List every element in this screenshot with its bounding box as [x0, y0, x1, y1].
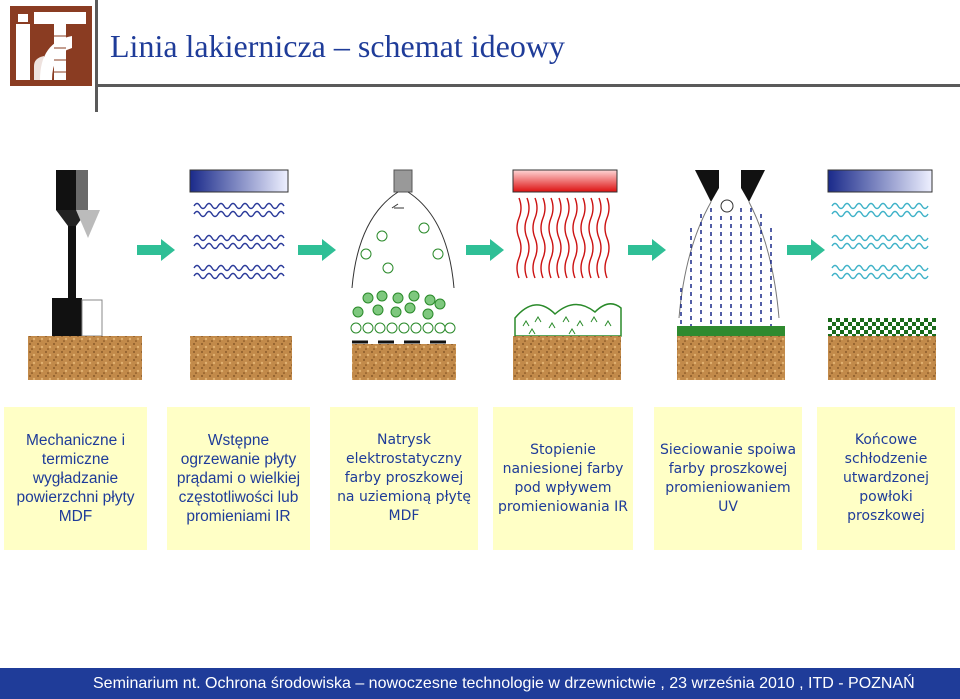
- spray-gun-icon: [350, 169, 456, 380]
- flow-arrow-icon: [466, 239, 504, 261]
- stage-text-cure: Sieciowanie spoiwa farby proszkowej prom…: [659, 441, 797, 496]
- stage-box-preheat: Wstępne ogrzewanie płyty prądami o wielk…: [167, 407, 310, 550]
- ir-lamp-icon: [512, 169, 622, 380]
- stage-box-mechanical: Mechaniczne i termiczne wygładzanie powi…: [4, 407, 147, 550]
- grinder-icon: [28, 170, 142, 380]
- stage-box-melt: Stopienie naniesionej farby pod wpływem …: [493, 407, 633, 550]
- footer-text: Seminarium nt. Ochrona środowiska – nowo…: [93, 675, 915, 692]
- stage-text-cool: Końcowe schłodzenie utwardzonej powłoki …: [842, 432, 930, 524]
- stage-box-spray: Natrysk elektrostatyczny farby proszkowe…: [330, 407, 478, 550]
- footer-bar: Seminarium nt. Ochrona środowiska – nowo…: [0, 668, 960, 699]
- stage-box-cure: Sieciowanie spoiwa farby proszkowej prom…: [654, 407, 802, 550]
- header-horizontal-rule: [98, 84, 960, 87]
- itd-logo: [10, 6, 92, 86]
- uv-lamp-icon: [677, 170, 785, 380]
- stage-text-mechanical: Mechaniczne i termiczne wygładzanie powi…: [16, 432, 135, 525]
- cooler-icon: [827, 169, 936, 380]
- stage-text-spray: Natrysk elektrostatyczny farby proszkowe…: [337, 432, 471, 524]
- flow-arrow-icon: [137, 239, 175, 261]
- stage-box-cool: Końcowe schłodzenie utwardzonej powłoki …: [817, 407, 955, 550]
- uv-label: UV: [718, 498, 738, 515]
- page-title: Linia lakiernicza – schemat ideowy: [110, 28, 565, 64]
- header-vertical-rule: [95, 0, 98, 112]
- flow-arrow-icon: [787, 239, 825, 261]
- stage-text-preheat: Wstępne ogrzewanie płyty prądami o wielk…: [176, 432, 301, 525]
- flow-arrow-icon: [628, 239, 666, 261]
- flow-arrow-icon: [298, 239, 336, 261]
- heater-icon: [189, 169, 292, 380]
- stage-text-melt: Stopienie naniesionej farby pod wpływem …: [497, 441, 629, 515]
